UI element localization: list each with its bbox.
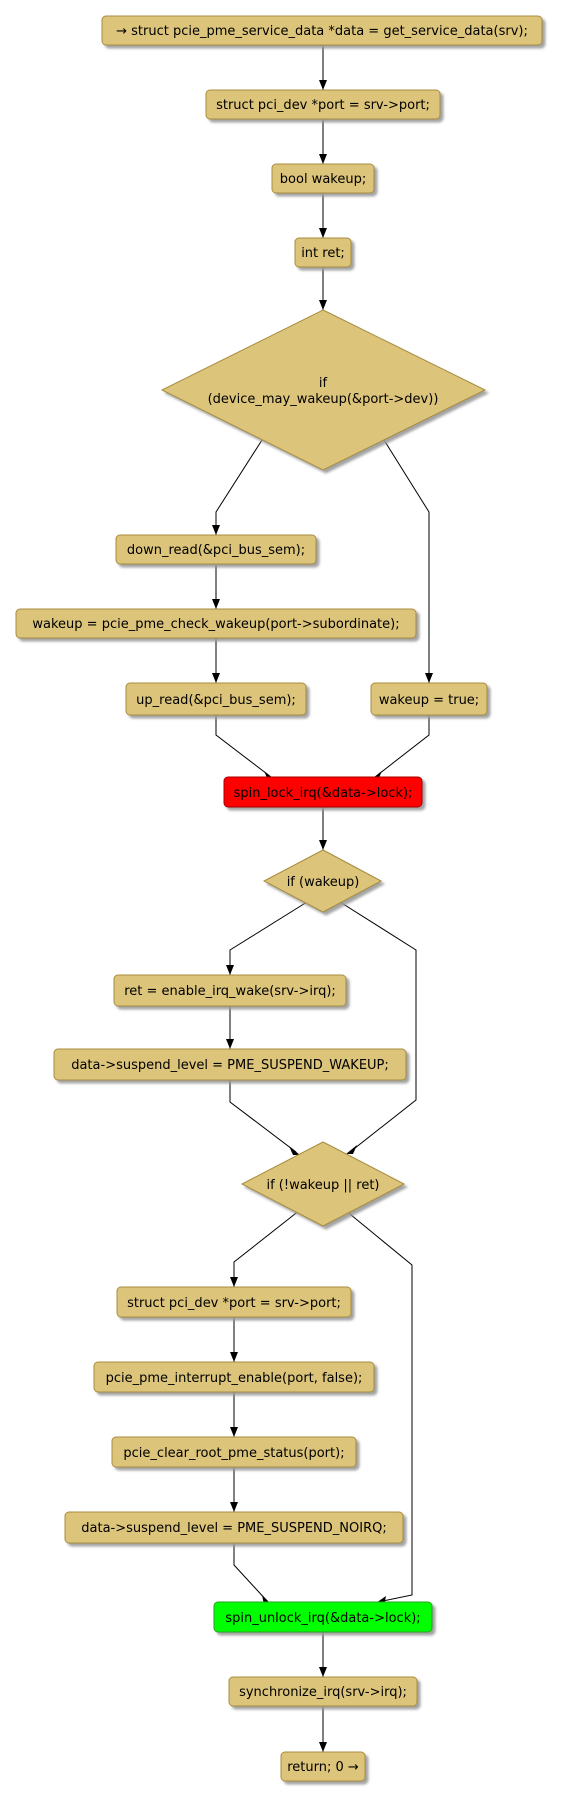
node-suspend-noirq: data->suspend_level = PME_SUSPEND_NOIRQ; bbox=[64, 1511, 404, 1544]
arrowhead bbox=[212, 525, 220, 535]
edge-if-wakeup-true-to-enable bbox=[229, 901, 308, 975]
edge-noirq-to-unlock bbox=[233, 1543, 269, 1603]
node-port-decl-2: struct pci_dev *port = srv->port; bbox=[116, 1286, 352, 1318]
node-clear-status: pcie_clear_root_pme_status(port); bbox=[111, 1436, 357, 1468]
arrowhead bbox=[319, 1742, 327, 1752]
node-enable-irq-wake: ret = enable_irq_wake(srv->irq); bbox=[113, 974, 347, 1007]
edge-if-false-to-wakeup-true bbox=[383, 439, 430, 683]
edge-if-true-to-down-read bbox=[215, 439, 263, 535]
node-synchronize-irq: synchronize_irq(srv->irq); bbox=[228, 1676, 418, 1707]
node-start: → struct pcie_pme_service_data *data = g… bbox=[101, 15, 543, 46]
arrowhead bbox=[230, 1502, 238, 1512]
edge-if2-false-to-unlock bbox=[344, 1209, 413, 1603]
node-suspend-wakeup: data->suspend_level = PME_SUSPEND_WAKEUP… bbox=[53, 1048, 407, 1081]
arrowhead bbox=[319, 80, 327, 90]
arrowhead bbox=[319, 300, 327, 310]
node-suspend-wakeup-label: data->suspend_level = PME_SUSPEND_WAKEUP… bbox=[71, 1058, 389, 1073]
edge-wakeup-true-to-lock bbox=[374, 715, 430, 778]
node-spin-lock-label: spin_lock_irq(&data->lock); bbox=[234, 786, 413, 801]
decision-device-may-wakeup: if (device_may_wakeup(&port->dev)) bbox=[160, 309, 487, 471]
decision-not-wakeup-or-ret-label: if (!wakeup || ret) bbox=[266, 1178, 379, 1193]
arrowhead bbox=[230, 1277, 238, 1287]
node-spin-lock: spin_lock_irq(&data->lock); bbox=[223, 776, 423, 808]
edges bbox=[212, 45, 433, 1752]
node-spin-unlock: spin_unlock_irq(&data->lock); bbox=[213, 1601, 433, 1633]
arrowhead bbox=[319, 840, 327, 850]
arrowhead bbox=[230, 1427, 238, 1437]
arrowhead bbox=[289, 1146, 300, 1155]
arrowhead bbox=[212, 599, 220, 609]
node-enable-irq-wake-label: ret = enable_irq_wake(srv->irq); bbox=[124, 984, 336, 999]
decision-device-may-wakeup-label-line1: if bbox=[319, 376, 328, 391]
node-up-read-label: up_read(&pci_bus_sem); bbox=[136, 693, 296, 708]
node-up-read: up_read(&pci_bus_sem); bbox=[125, 682, 307, 716]
node-interrupt-enable-label: pcie_pme_interrupt_enable(port, false); bbox=[106, 1371, 363, 1386]
edge-if-wakeup-false-to-merge bbox=[339, 901, 417, 1153]
decision-not-wakeup-or-ret: if (!wakeup || ret) bbox=[240, 1141, 406, 1227]
node-synchronize-irq-label: synchronize_irq(srv->irq); bbox=[239, 1685, 407, 1700]
node-ret-decl-label: int ret; bbox=[301, 246, 345, 261]
node-clear-status-label: pcie_clear_root_pme_status(port); bbox=[123, 1446, 344, 1461]
node-check-wakeup: wakeup = pcie_pme_check_wakeup(port->sub… bbox=[15, 608, 417, 639]
node-return-label: return; 0 → bbox=[287, 1760, 359, 1775]
node-port-decl-2-label: struct pci_dev *port = srv->port; bbox=[127, 1296, 341, 1311]
node-port-decl: struct pci_dev *port = srv->port; bbox=[205, 89, 441, 120]
arrowhead bbox=[226, 1039, 234, 1049]
edge-suspend-wakeup-to-merge bbox=[229, 1080, 297, 1153]
node-ret-decl: int ret; bbox=[294, 237, 352, 268]
node-down-read: down_read(&pci_bus_sem); bbox=[115, 534, 317, 565]
node-interrupt-enable: pcie_pme_interrupt_enable(port, false); bbox=[93, 1361, 375, 1393]
arrowhead bbox=[226, 965, 234, 975]
arrowhead bbox=[319, 154, 327, 164]
node-suspend-noirq-label: data->suspend_level = PME_SUSPEND_NOIRQ; bbox=[81, 1521, 386, 1536]
edge-up-read-to-lock bbox=[215, 715, 272, 778]
node-wakeup-decl-label: bool wakeup; bbox=[280, 172, 366, 187]
node-check-wakeup-label: wakeup = pcie_pme_check_wakeup(port->sub… bbox=[32, 617, 399, 632]
arrowhead bbox=[319, 228, 327, 238]
node-wakeup-true-label: wakeup = true; bbox=[379, 693, 479, 708]
decision-device-may-wakeup-label-line2: (device_may_wakeup(&port->dev)) bbox=[208, 392, 439, 407]
arrowhead bbox=[212, 673, 220, 683]
node-wakeup-decl: bool wakeup; bbox=[271, 163, 375, 194]
decision-if-wakeup-label: if (wakeup) bbox=[287, 875, 360, 890]
edge-if2-true-to-port bbox=[233, 1209, 301, 1287]
arrowhead bbox=[230, 1352, 238, 1362]
arrowhead bbox=[425, 673, 433, 683]
node-spin-unlock-label: spin_unlock_irq(&data->lock); bbox=[225, 1611, 420, 1626]
node-port-decl-label: struct pci_dev *port = srv->port; bbox=[216, 98, 430, 113]
node-start-label: → struct pcie_pme_service_data *data = g… bbox=[116, 24, 528, 39]
node-down-read-label: down_read(&pci_bus_sem); bbox=[127, 543, 305, 558]
arrowhead bbox=[346, 1145, 357, 1154]
arrowhead bbox=[319, 1667, 327, 1677]
decision-if-wakeup: if (wakeup) bbox=[262, 849, 383, 913]
node-return: return; 0 → bbox=[280, 1751, 366, 1782]
node-wakeup-true: wakeup = true; bbox=[370, 682, 488, 716]
